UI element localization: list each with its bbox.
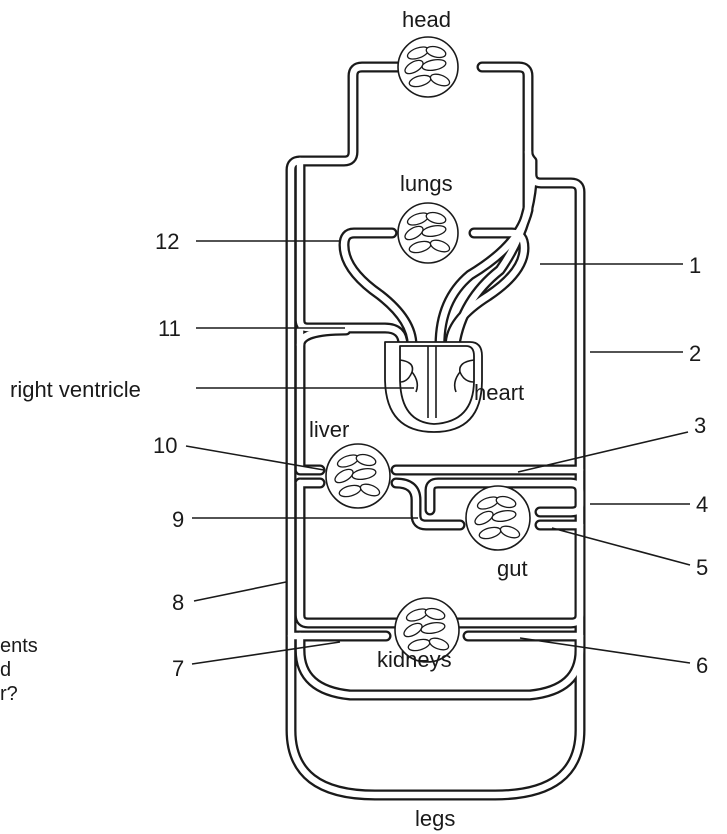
number-11: 11 bbox=[158, 316, 181, 341]
label-heart: heart bbox=[474, 380, 524, 405]
label-lungs: lungs bbox=[400, 171, 453, 196]
organ-lungs-capillaries bbox=[398, 203, 458, 263]
leader-7 bbox=[192, 642, 340, 664]
number-4: 4 bbox=[696, 492, 708, 517]
question-fragment-line-1: ents bbox=[0, 635, 38, 657]
heart-shape bbox=[385, 342, 482, 432]
organ-liver-capillaries bbox=[326, 444, 390, 508]
leader-5 bbox=[552, 528, 690, 565]
number-7: 7 bbox=[172, 656, 184, 681]
number-8: 8 bbox=[172, 590, 184, 615]
number-3: 3 bbox=[694, 413, 706, 438]
organ-head-capillaries bbox=[398, 37, 458, 97]
label-right-ventricle: right ventricle bbox=[10, 377, 141, 402]
leader-8 bbox=[194, 582, 286, 601]
label-gut: gut bbox=[497, 556, 528, 581]
label-legs: legs bbox=[415, 806, 455, 831]
number-6: 6 bbox=[696, 653, 708, 678]
leader-3 bbox=[518, 432, 688, 472]
number-12: 12 bbox=[155, 229, 179, 254]
number-2: 2 bbox=[689, 341, 701, 366]
question-fragment-line-3: r? bbox=[0, 683, 18, 705]
label-kidneys: kidneys bbox=[377, 647, 452, 672]
number-1: 1 bbox=[689, 253, 701, 278]
number-9: 9 bbox=[172, 507, 184, 532]
number-5: 5 bbox=[696, 555, 708, 580]
question-fragment-line-2: d bbox=[0, 659, 11, 681]
leader-6 bbox=[520, 638, 690, 663]
number-10: 10 bbox=[153, 433, 177, 458]
label-liver: liver bbox=[309, 417, 349, 442]
organ-gut-capillaries bbox=[466, 486, 530, 550]
label-head: head bbox=[402, 7, 451, 32]
